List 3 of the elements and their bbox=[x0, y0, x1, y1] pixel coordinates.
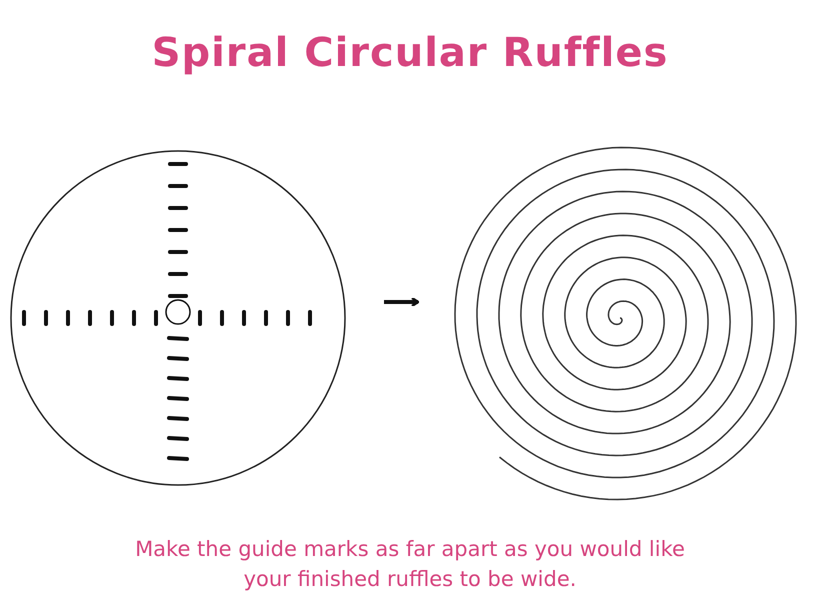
title: Spiral Circular Ruffles bbox=[150, 30, 670, 76]
arrow bbox=[384, 296, 420, 308]
caption: Make the guide marks as far apart as you would like your finished ruffles to be wide. bbox=[134, 536, 686, 593]
